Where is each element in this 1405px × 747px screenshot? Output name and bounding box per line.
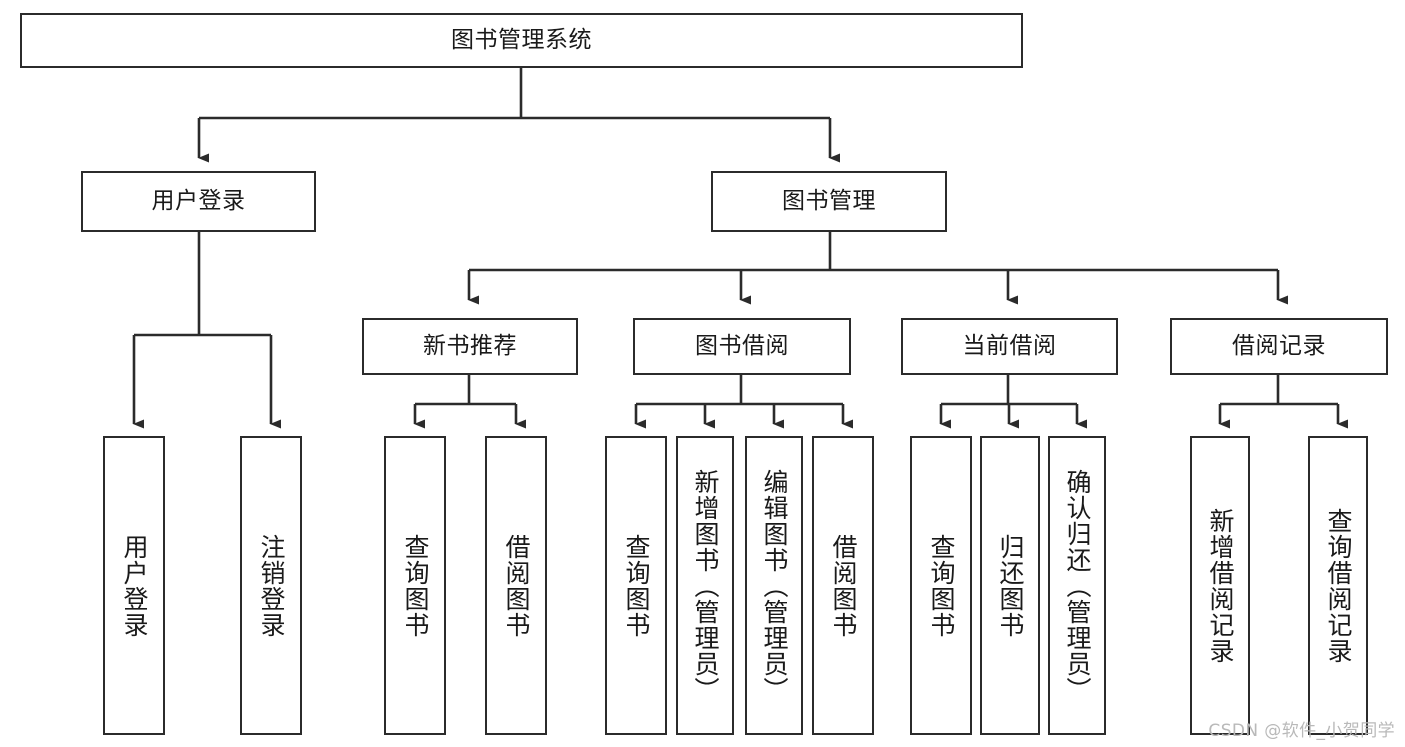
node-leaf-add-record[interactable]: 新增借阅记录: [1190, 436, 1250, 735]
node-leaf-edit-book[interactable]: 编辑图书（管理员）: [745, 436, 803, 735]
node-leaf-user-login-label: 用户登录: [120, 533, 149, 638]
node-leaf-add-book-label: 新增图书（管理员）: [691, 468, 720, 703]
node-leaf-query-book-3-label: 查询图书: [927, 533, 956, 638]
node-leaf-return-book[interactable]: 归还图书: [980, 436, 1040, 735]
node-book-borrowing[interactable]: 图书借阅: [633, 318, 851, 375]
node-leaf-user-login[interactable]: 用户登录: [103, 436, 165, 735]
node-leaf-query-book-2-label: 查询图书: [622, 533, 651, 638]
node-current-borrowing[interactable]: 当前借阅: [901, 318, 1118, 375]
node-leaf-logout-label: 注销登录: [257, 533, 286, 638]
node-new-book-recommendation[interactable]: 新书推荐: [362, 318, 578, 375]
node-leaf-confirm-return[interactable]: 确认归还（管理员）: [1048, 436, 1106, 735]
node-book-management[interactable]: 图书管理: [711, 171, 947, 232]
node-leaf-query-book-1-label: 查询图书: [401, 533, 430, 638]
node-leaf-query-book-3[interactable]: 查询图书: [910, 436, 972, 735]
node-leaf-query-book-1[interactable]: 查询图书: [384, 436, 446, 735]
node-leaf-return-book-label: 归还图书: [996, 533, 1025, 638]
node-leaf-query-record-label: 查询借阅记录: [1324, 507, 1353, 664]
node-leaf-add-book[interactable]: 新增图书（管理员）: [676, 436, 734, 735]
node-leaf-logout[interactable]: 注销登录: [240, 436, 302, 735]
node-leaf-confirm-return-label: 确认归还（管理员）: [1063, 468, 1092, 703]
node-borrowing-record[interactable]: 借阅记录: [1170, 318, 1388, 375]
node-leaf-borrow-book-1[interactable]: 借阅图书: [485, 436, 547, 735]
node-leaf-add-record-label: 新增借阅记录: [1206, 507, 1235, 664]
node-user-login[interactable]: 用户登录: [81, 171, 316, 232]
node-leaf-borrow-book-1-label: 借阅图书: [502, 533, 531, 638]
node-leaf-borrow-book-2-label: 借阅图书: [829, 533, 858, 638]
node-leaf-borrow-book-2[interactable]: 借阅图书: [812, 436, 874, 735]
node-root-system[interactable]: 图书管理系统: [20, 13, 1023, 68]
node-leaf-edit-book-label: 编辑图书（管理员）: [760, 468, 789, 703]
node-leaf-query-record[interactable]: 查询借阅记录: [1308, 436, 1368, 735]
csdn-watermark: CSDN @软件_小贺同学: [1208, 721, 1395, 741]
node-leaf-query-book-2[interactable]: 查询图书: [605, 436, 667, 735]
